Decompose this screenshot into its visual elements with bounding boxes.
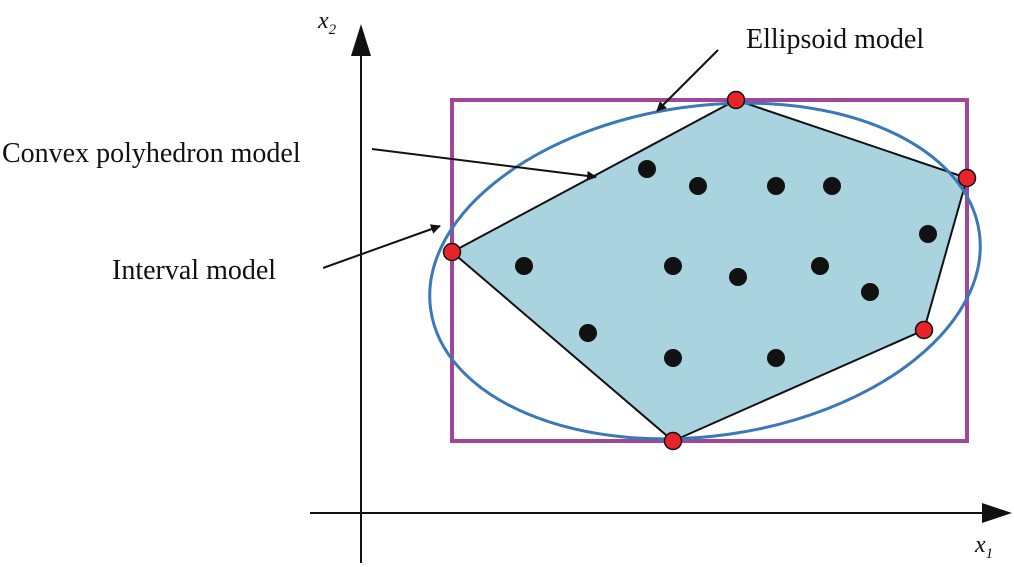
vertex-point (726, 90, 746, 110)
interval-arrow (322, 224, 441, 269)
ellipsoid (428, 101, 982, 441)
sample-point (729, 268, 747, 286)
interval-box (450, 98, 969, 443)
axes: x1 x2 (310, 8, 1012, 563)
sample-point (919, 225, 937, 243)
y-axis-label: x2 (317, 8, 337, 38)
sample-point (823, 177, 841, 195)
interior-points (515, 160, 937, 367)
interval-model-label: Interval model (112, 255, 276, 286)
x-axis-arrow (982, 503, 1012, 523)
ellipsoid-model-label: Ellipsoid model (746, 24, 924, 55)
sample-point (861, 283, 879, 301)
sample-point (579, 324, 597, 342)
convex-polyhedron-model-label: Convex polyhedron model (2, 138, 301, 169)
x-axis-label: x1 (974, 532, 993, 562)
leader-arrows (322, 49, 719, 269)
vertex-point (442, 242, 462, 262)
sample-point (638, 160, 656, 178)
sample-point (767, 349, 785, 367)
sample-point (664, 349, 682, 367)
sample-point (689, 177, 707, 195)
sample-point (811, 257, 829, 275)
sample-point (767, 177, 785, 195)
vertex-points (442, 90, 977, 451)
convex-arrow (371, 148, 597, 181)
vertex-point (914, 320, 934, 340)
sample-point (515, 257, 533, 275)
y-axis-arrow (351, 24, 371, 56)
vertex-point (663, 431, 683, 451)
sample-point (664, 257, 682, 275)
vertex-point (957, 168, 977, 188)
ellipsoid-arrow (656, 49, 719, 112)
